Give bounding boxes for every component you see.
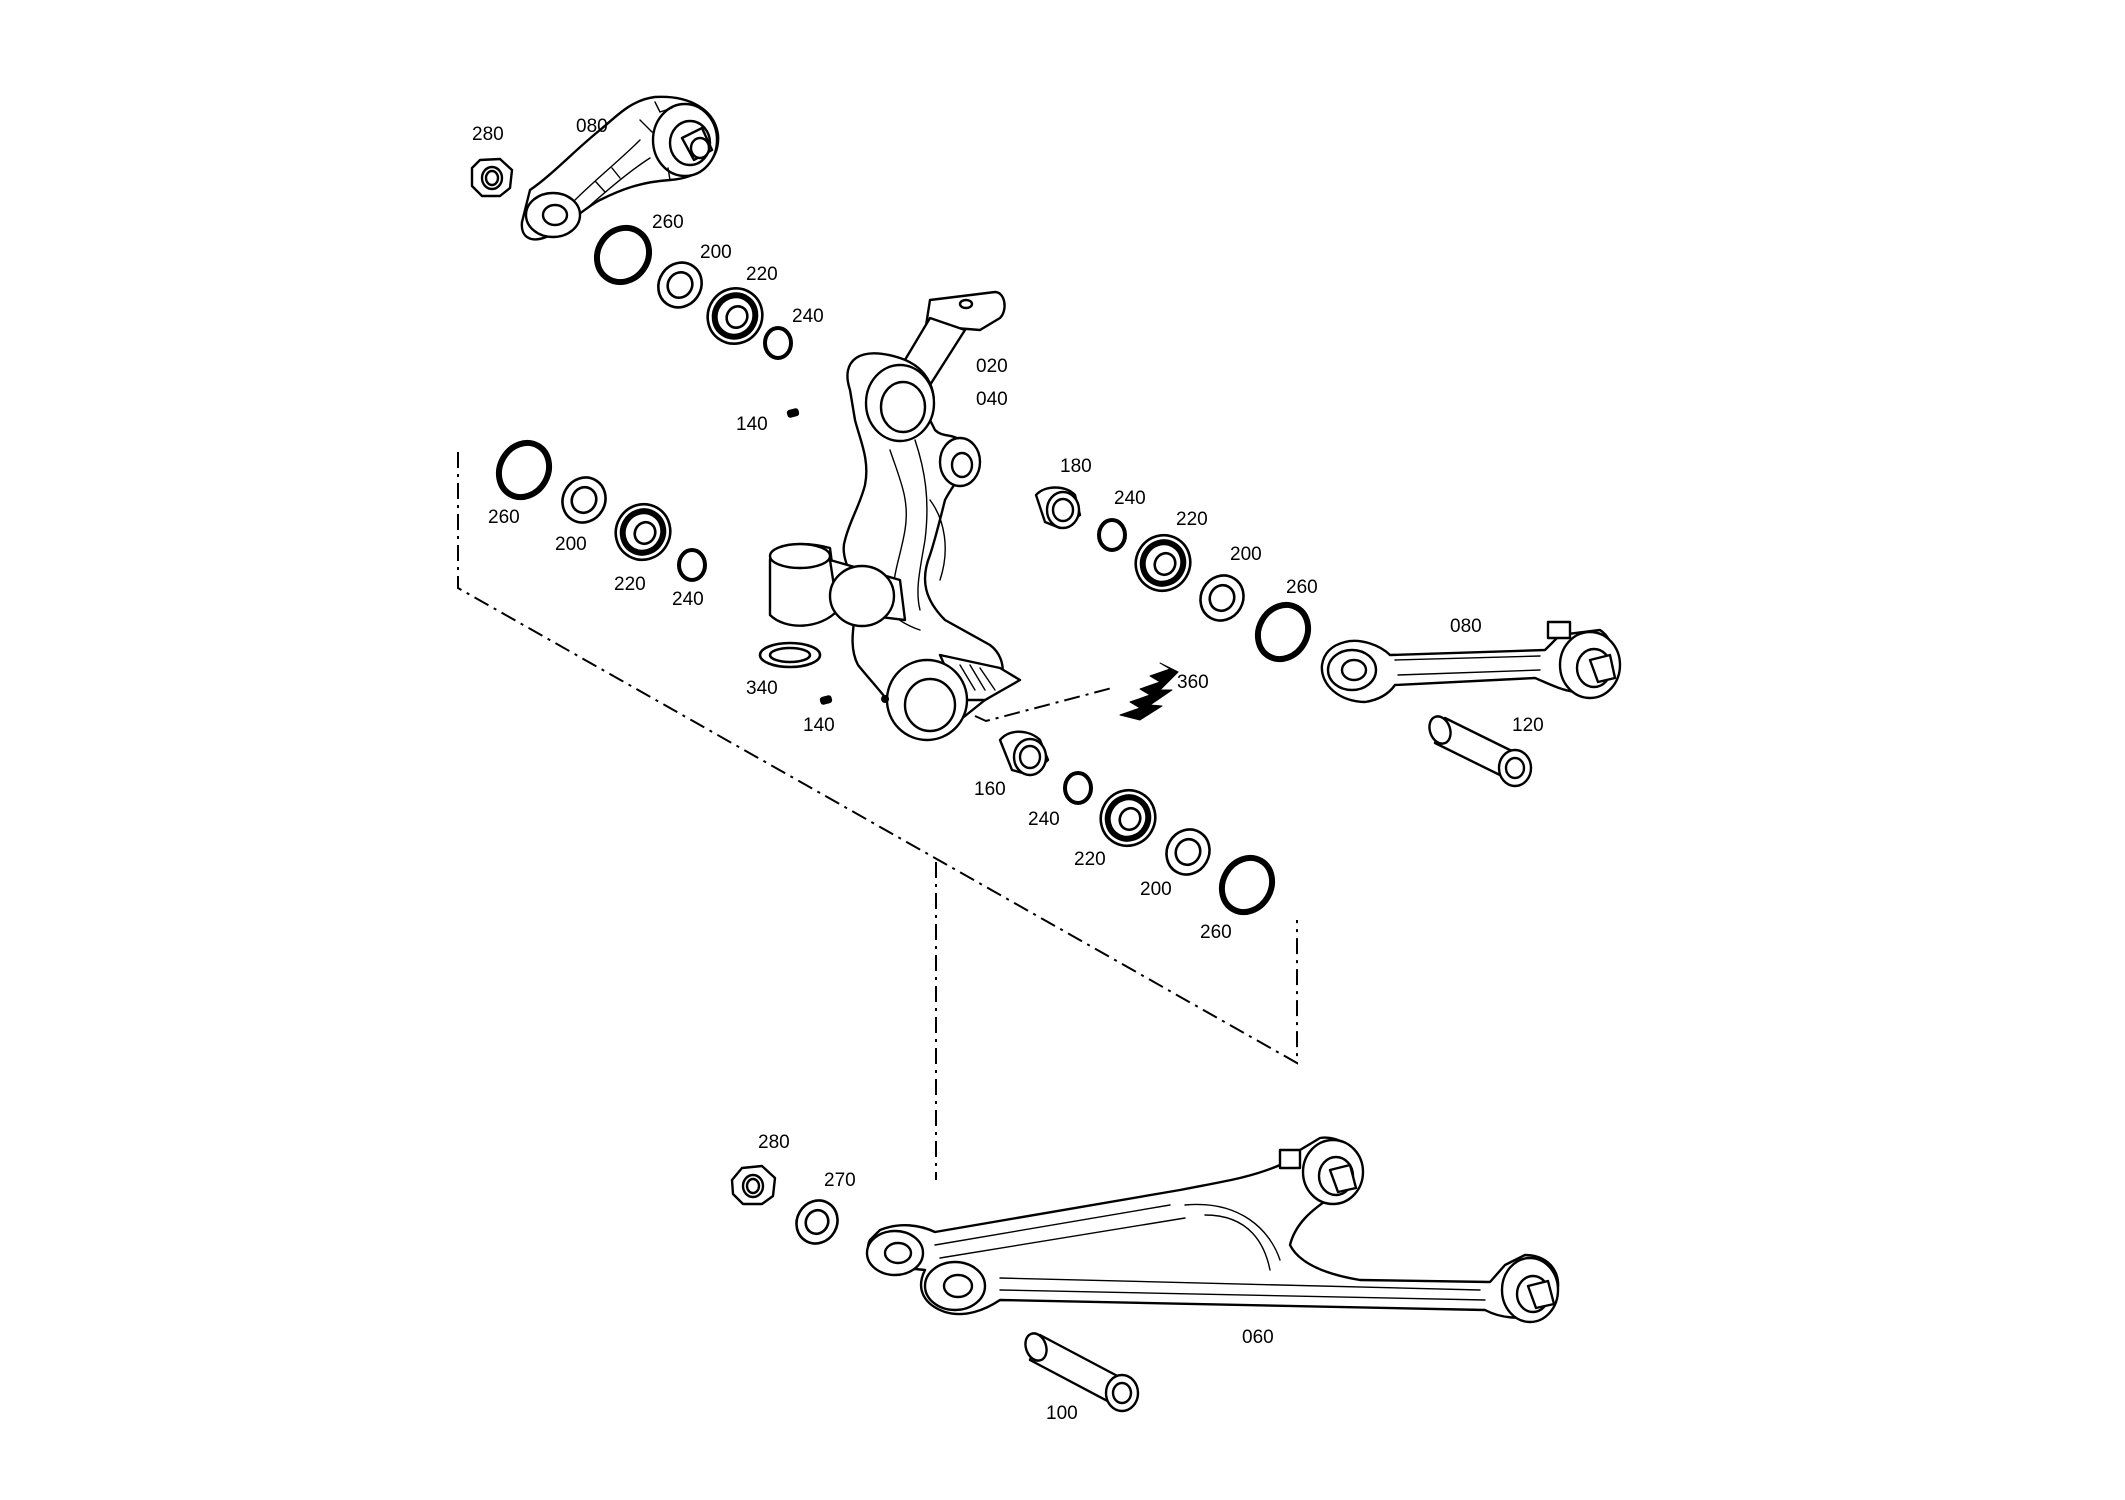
assembly-lines <box>457 452 1298 1180</box>
callout-220-left: 220 <box>614 574 646 595</box>
pin-120 <box>1428 715 1533 788</box>
callout-200-top: 200 <box>700 242 732 263</box>
callout-220-r2: 220 <box>1074 849 1106 870</box>
callout-100: 100 <box>1046 1403 1078 1424</box>
callout-260-left: 260 <box>488 507 520 528</box>
upper-control-arm-top <box>520 95 720 241</box>
callout-280-low: 280 <box>758 1132 790 1153</box>
callout-270: 270 <box>824 1170 856 1191</box>
callout-140-low: 140 <box>803 715 835 736</box>
callout-040: 040 <box>976 389 1008 410</box>
callout-240-r2: 240 <box>1028 809 1060 830</box>
callout-140-top: 140 <box>736 414 768 435</box>
nut-280-low <box>730 1164 777 1206</box>
callout-260-r1: 260 <box>1286 577 1318 598</box>
callout-260-top: 260 <box>652 212 684 233</box>
callout-200-r2: 200 <box>1140 879 1172 900</box>
callout-060: 060 <box>1242 1327 1274 1348</box>
top-bearing-stack <box>593 224 793 360</box>
control-arm-080-right <box>1320 620 1622 704</box>
lower-bearing-stack <box>998 730 1276 916</box>
callout-220-r1: 220 <box>1176 509 1208 530</box>
callout-200-left: 200 <box>555 534 587 555</box>
pin-100 <box>1024 1332 1140 1413</box>
callout-240-top: 240 <box>792 306 824 327</box>
grease-nipple-140-top <box>786 408 800 418</box>
callout-360: 360 <box>1177 672 1209 693</box>
callout-020: 020 <box>976 356 1008 377</box>
callout-080-top: 080 <box>576 116 608 137</box>
callout-340: 340 <box>746 678 778 699</box>
callout-080-right: 080 <box>1450 616 1482 637</box>
grease-nipple-140-low <box>819 695 833 705</box>
callout-120: 120 <box>1512 715 1544 736</box>
washer-270 <box>795 1199 839 1245</box>
lower-wishbone-060 <box>865 1136 1560 1324</box>
spring-360 <box>1119 662 1179 721</box>
left-bearing-stack <box>495 439 707 582</box>
callout-240-r1: 240 <box>1114 488 1146 509</box>
callout-240-left: 240 <box>672 589 704 610</box>
callout-labels: 280 080 260 200 220 240 020 040 140 260 … <box>472 116 1544 1424</box>
callout-180: 180 <box>1060 456 1092 477</box>
nut-280-top <box>470 157 514 198</box>
shim-340 <box>758 641 822 669</box>
callout-260-r2: 260 <box>1200 922 1232 943</box>
callout-220-top: 220 <box>746 264 778 285</box>
callout-160: 160 <box>974 779 1006 800</box>
right-upper-bearing-stack <box>1034 486 1312 663</box>
steering-knuckle <box>768 290 1022 742</box>
callout-200-r1: 200 <box>1230 544 1262 565</box>
callout-280-top: 280 <box>472 124 504 145</box>
